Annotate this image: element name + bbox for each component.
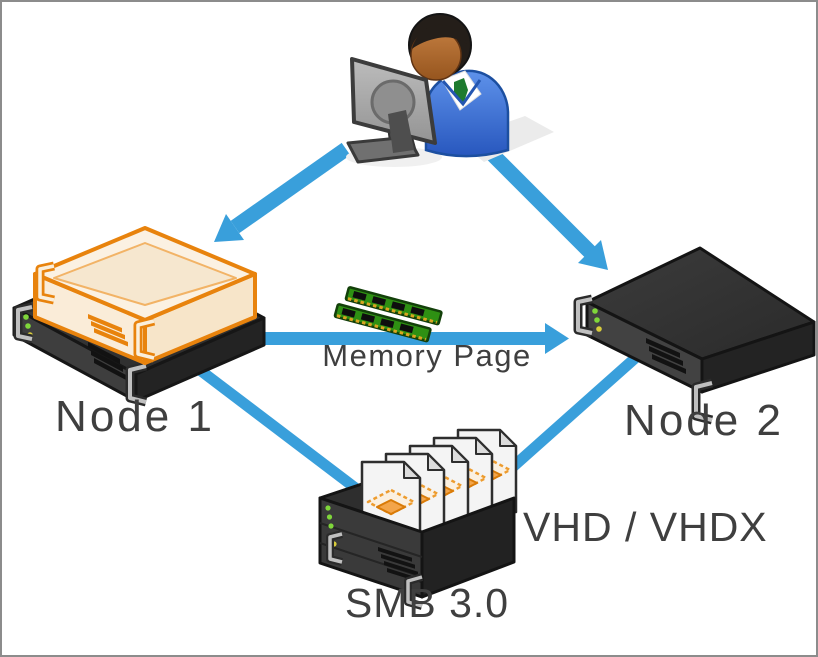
server-handle	[13, 302, 148, 407]
smb-server-front	[318, 496, 516, 610]
led-green	[23, 314, 29, 320]
led-green	[25, 323, 31, 329]
smb-label: SMB 3.0	[344, 580, 510, 626]
vhd-vhdx-label: VHD / VHDX	[523, 504, 768, 550]
arrow-admin-to-node2	[479, 141, 608, 270]
line-node1-to-smb	[184, 356, 362, 495]
ram-modules-icon	[333, 286, 443, 343]
vm-box-handle	[35, 261, 156, 363]
arrow-memory-page	[260, 323, 569, 354]
led-green	[328, 523, 334, 529]
node1-vm-box-icon	[33, 226, 257, 365]
led-green	[325, 505, 331, 511]
node2-server-icon	[573, 246, 816, 425]
admin-user-icon	[408, 13, 510, 158]
memory-page-label: Memory Page	[322, 338, 532, 373]
node2-label: Node 2	[624, 396, 784, 445]
arrow-admin-to-node1	[214, 142, 351, 242]
admin-user-workstation-icon	[346, 13, 554, 167]
node1-label: Node 1	[55, 392, 215, 441]
monitor-icon	[346, 57, 437, 164]
connection-arrows	[184, 141, 646, 495]
led-green	[592, 308, 598, 314]
server-handle	[573, 294, 714, 425]
vhd-documents-icon	[360, 428, 518, 546]
led-green	[326, 514, 333, 520]
led-yellow	[596, 326, 602, 332]
server-handle	[326, 530, 424, 610]
led-green	[594, 317, 600, 323]
